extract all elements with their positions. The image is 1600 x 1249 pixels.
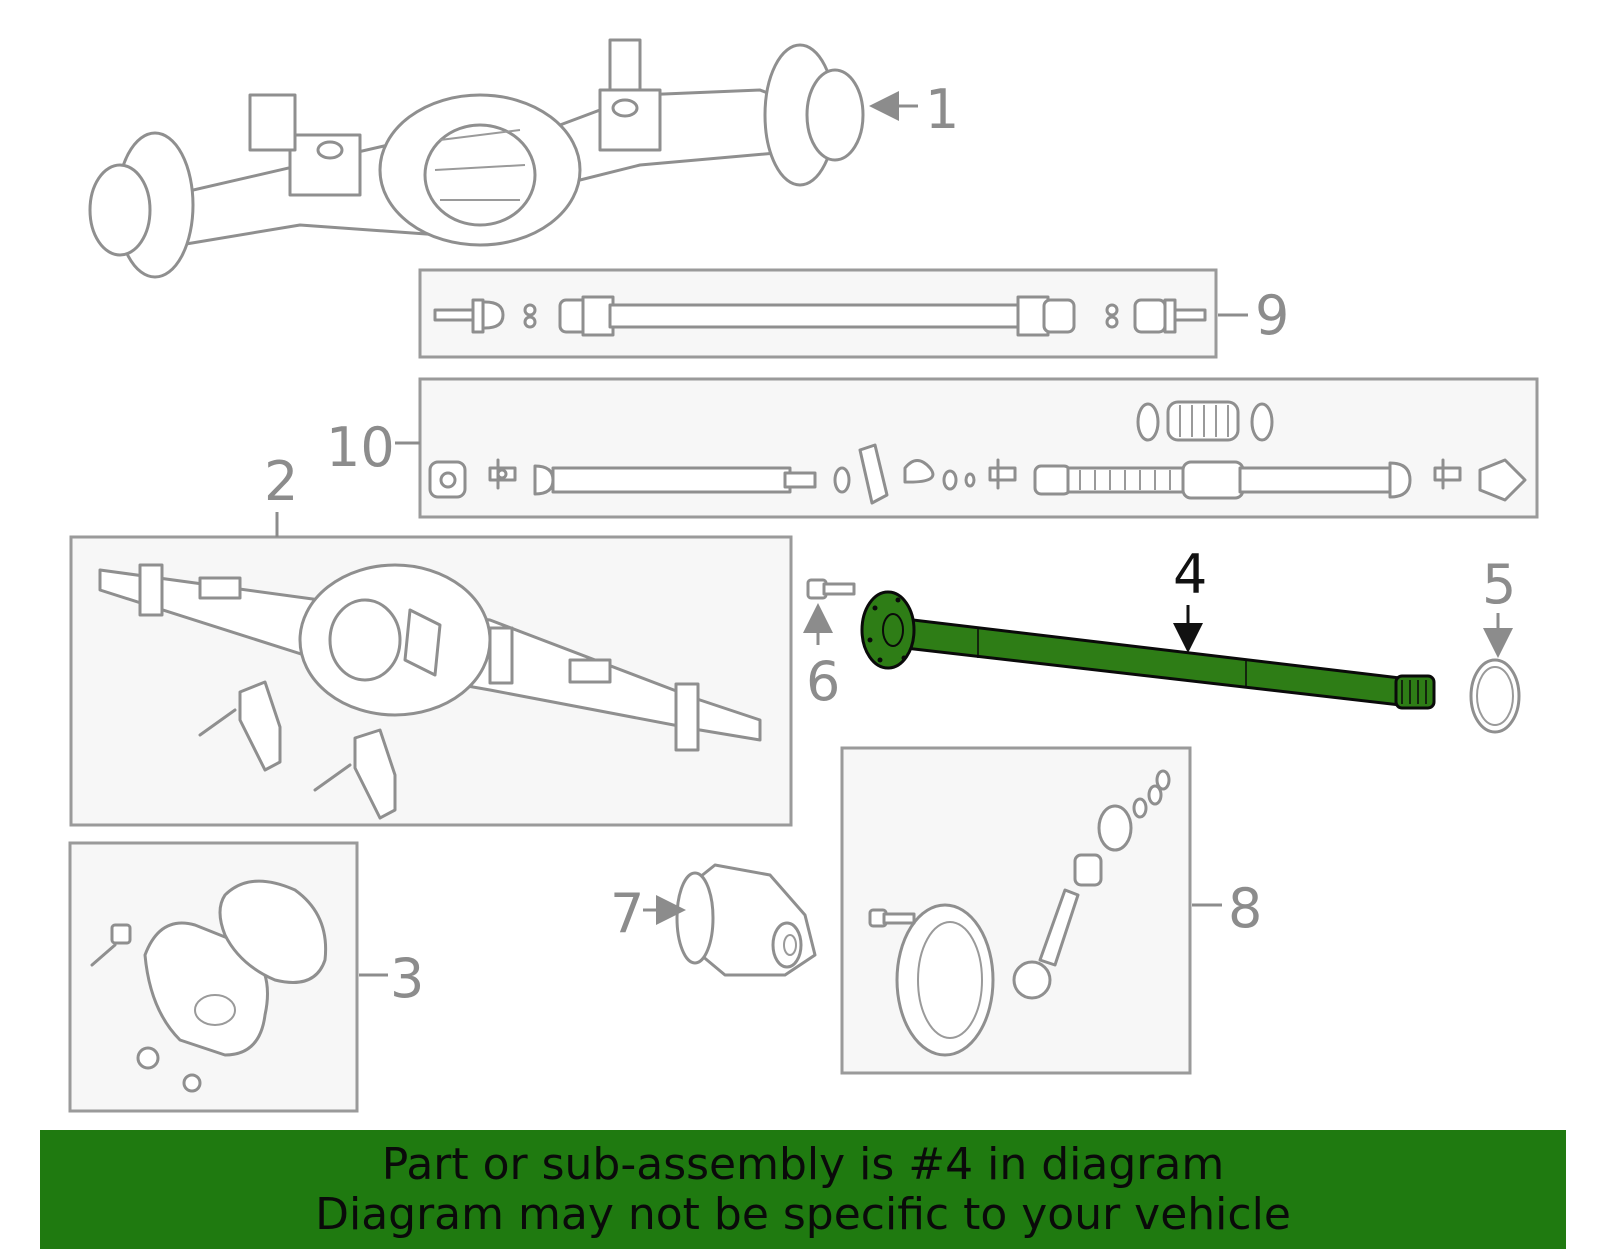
differential-7-illustration [675,863,817,977]
cover-illustration [90,879,328,1093]
callout-7: 7 [610,882,644,945]
callout-6: 6 [806,650,840,713]
callout-2: 2 [264,450,298,513]
axle-assembly-illustration [88,38,865,279]
callout-9: 9 [1255,284,1289,347]
callout-4: 4 [1173,543,1207,606]
box-3 [68,841,359,1113]
axle-shaft-4-highlighted [860,590,1436,710]
seal-5-illustration [1469,658,1521,734]
bolt-6-illustration [806,578,856,600]
box-2 [69,535,793,827]
callout-1: 1 [925,78,959,141]
driveshaft-10-illustration [428,400,1527,505]
axle-housing-illustration [98,563,762,820]
callout-10: 10 [326,416,395,479]
banner-line-1: Part or sub-assembly is #4 in diagram [381,1139,1225,1190]
callout-5: 5 [1482,553,1516,616]
ring-pinion-illustration [868,769,1171,1057]
box-9 [418,268,1218,359]
callout-8: 8 [1228,877,1262,940]
box-8 [840,746,1192,1075]
axle-shaft-4-body [886,615,1402,707]
banner-line-2: Diagram may not be specific to your vehi… [315,1189,1291,1240]
driveshaft-9-illustration [433,295,1207,337]
notice-banner: Part or sub-assembly is #4 in diagram Di… [40,1130,1566,1249]
callout-3: 3 [390,947,424,1010]
box-10 [418,377,1539,519]
